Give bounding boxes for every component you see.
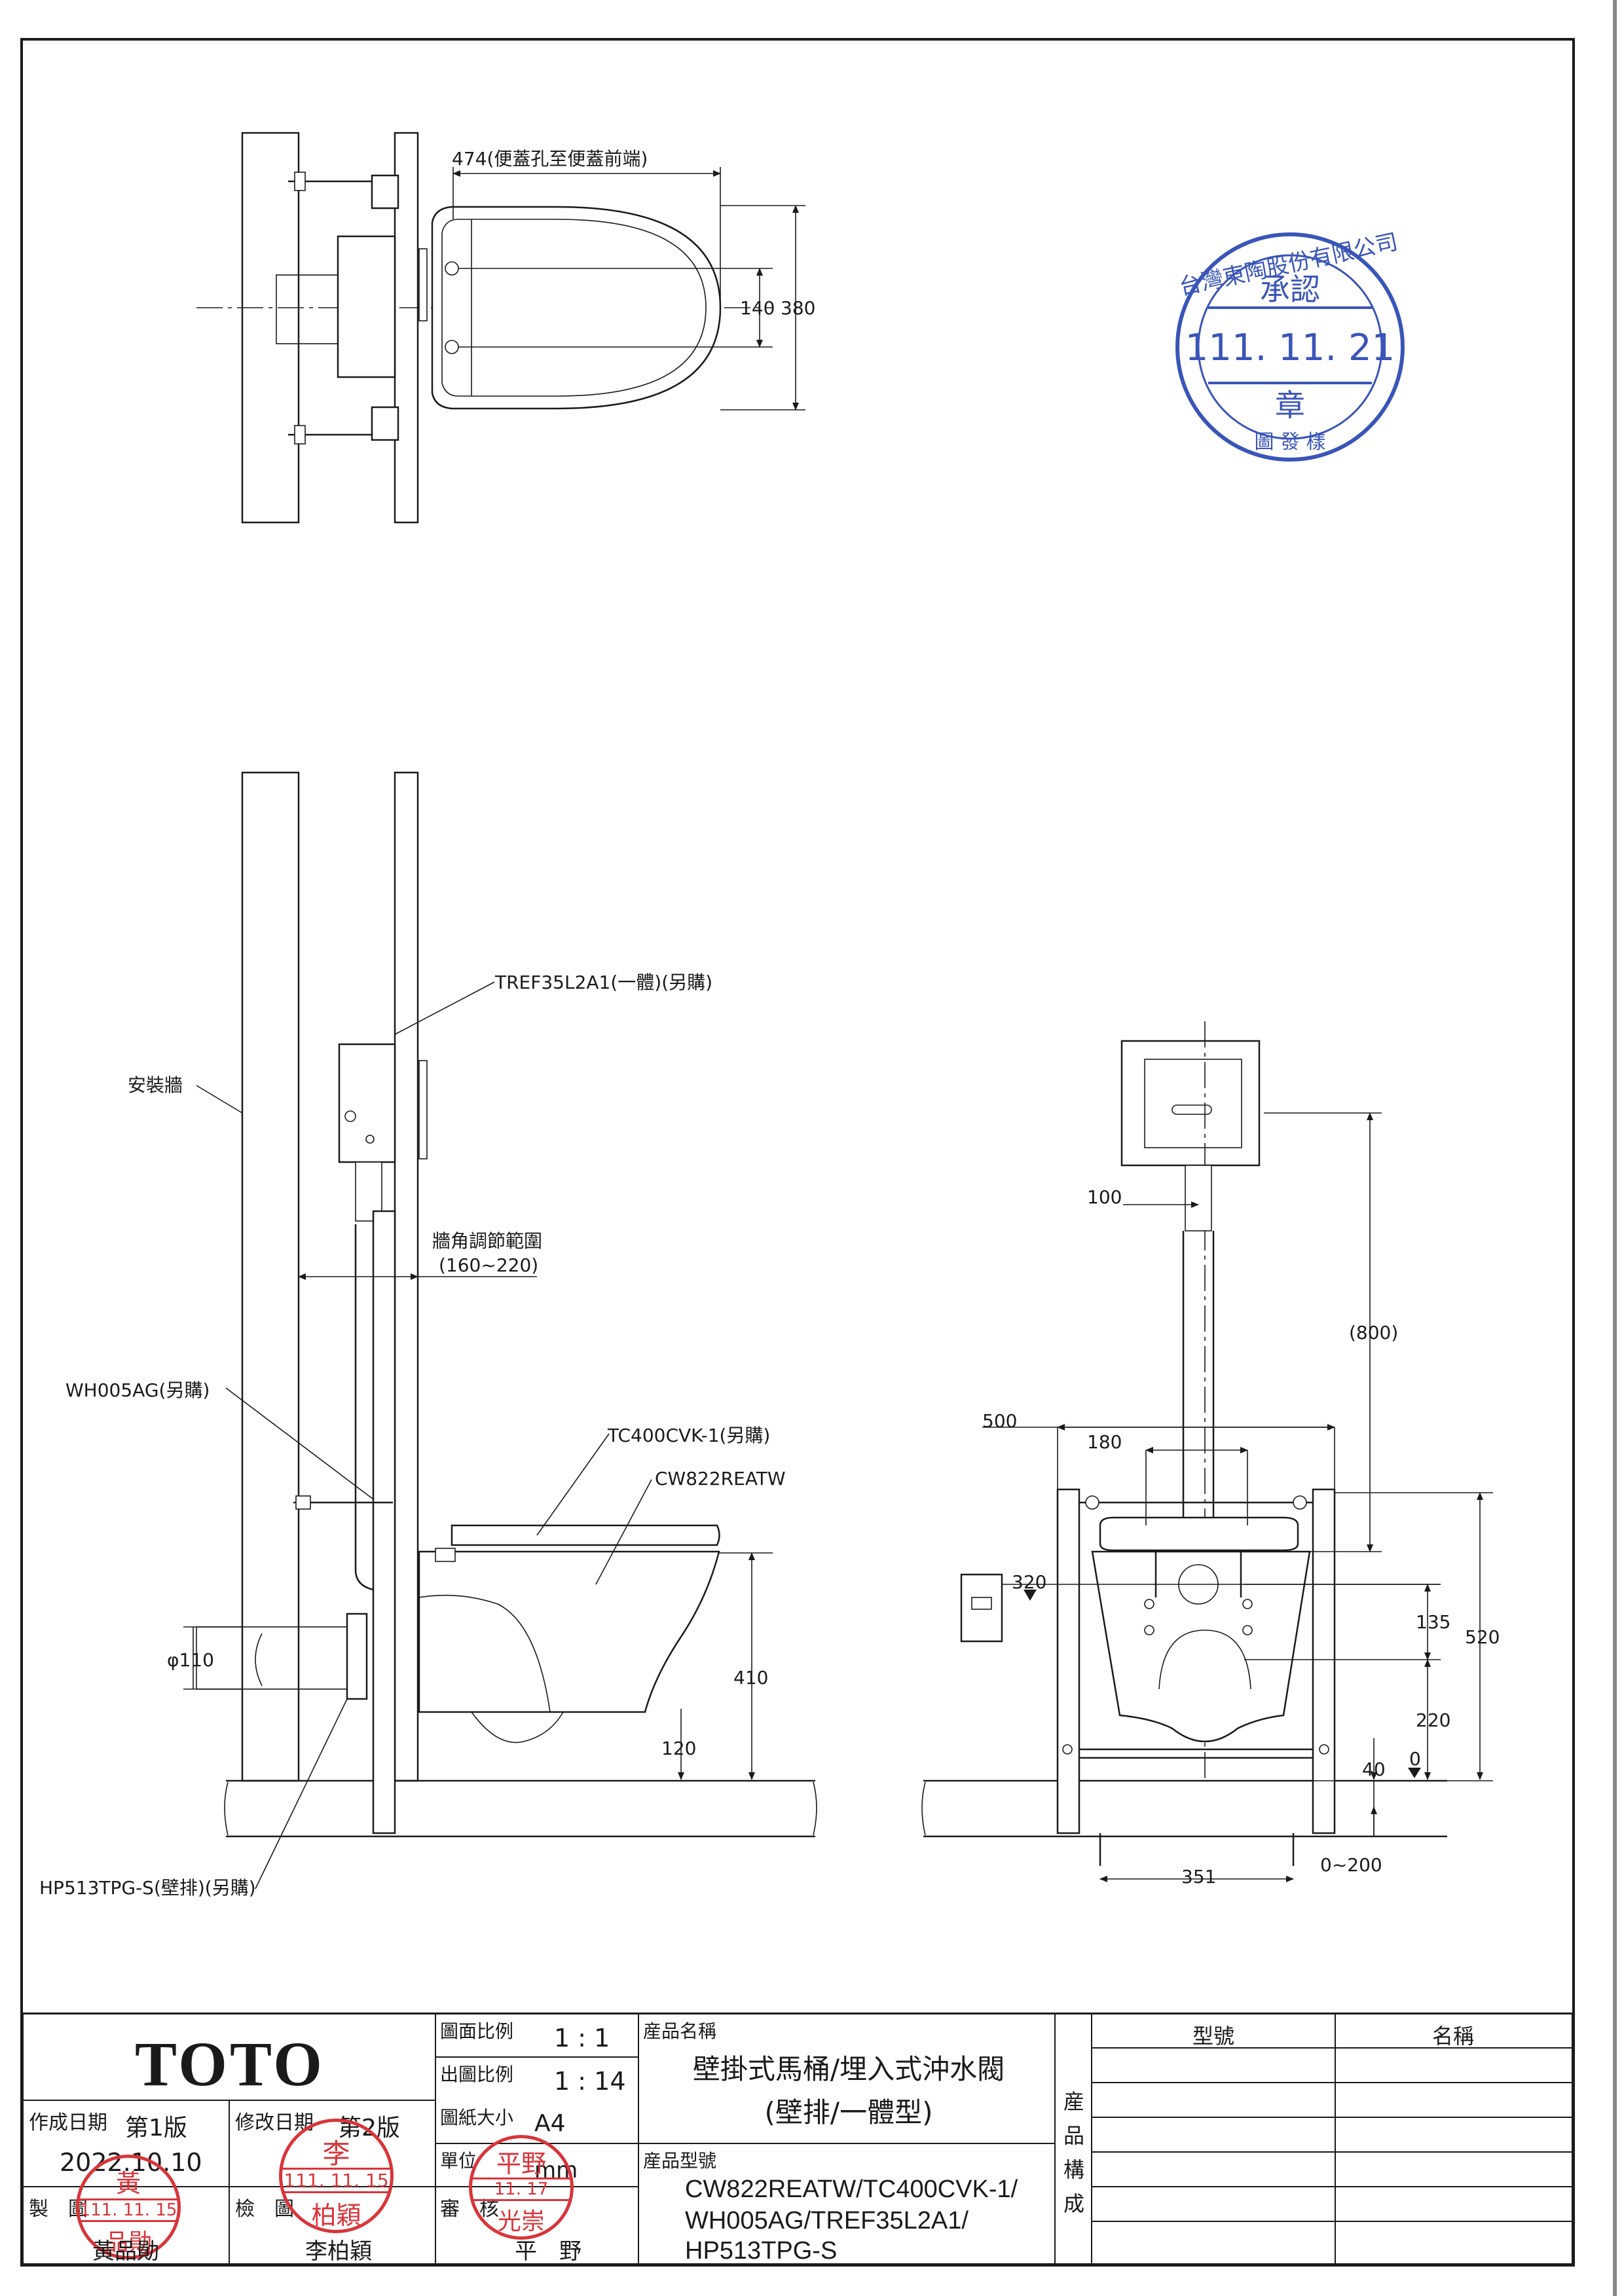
created-version: 第1版 <box>125 2115 187 2141</box>
stamp-dept: 圖 發 樣 <box>1254 431 1325 454</box>
stamp-title: 承認 <box>1260 272 1320 307</box>
front-dim-40: 40 <box>1362 1758 1386 1780</box>
model-label: 産品型號 <box>643 2150 717 2172</box>
dim-diameter: φ110 <box>167 1649 214 1671</box>
front-view: 100 (800) 500 180 320 135 520 220 0 40 3… <box>921 1021 1500 1887</box>
front-dim-0-200: 0~200 <box>1320 1854 1382 1876</box>
print-scale-value: 1 : 14 <box>554 2067 626 2096</box>
review-name: 平 野 <box>515 2238 581 2265</box>
composition-char-4: 成 <box>1063 2191 1085 2216</box>
model-line-3: HP513TPG-S <box>685 2237 838 2265</box>
wall-label: 安裝牆 <box>128 1074 183 1096</box>
front-dim-500: 500 <box>982 1410 1017 1432</box>
scale-label: 圖面比例 <box>440 2020 514 2042</box>
product-name-line-2: (壁排/一體型) <box>764 2096 933 2128</box>
range-label-1: 牆角調節範圍 <box>432 1230 542 1252</box>
drawn-stamp-name: 黃 <box>115 2169 141 2198</box>
checked-stamp-sub: 柏穎 <box>311 2201 361 2230</box>
front-dim-220: 220 <box>1416 1709 1450 1731</box>
title-block: TOTO 作成日期 第1版 2022.10.10 修改日期 第2版 製 圖 黃 … <box>22 2013 1574 2265</box>
model-line-2: WH005AG/TREF35L2A1/ <box>685 2207 969 2234</box>
table-row <box>1092 2082 1572 2118</box>
model-line-1: CW822REATW/TC400CVK-1/ <box>685 2176 1018 2203</box>
range-label-2: (160~220) <box>439 1254 538 1276</box>
col-name-header: 名稱 <box>1431 2024 1474 2049</box>
review-stamp: 平野 11. 17 光崇 <box>469 2135 574 2240</box>
review-cell: 審 核 平野 11. 17 光崇 平 野 <box>436 2135 639 2265</box>
checked-stamp-date: 111. 11. 15 <box>282 2168 390 2193</box>
composition-table: 型號 名稱 <box>1092 2014 1572 2265</box>
plan-dim-140: 140 <box>740 297 775 319</box>
pipe-label: HP513TPG-S(壁排)(另購) <box>39 1877 256 1899</box>
composition-char-2: 品 <box>1063 2123 1085 2148</box>
front-dim-135: 135 <box>1416 1611 1450 1633</box>
drawn-stamp-date: 111. 11. 15 <box>79 2198 177 2222</box>
table-row <box>1092 2151 1572 2187</box>
print-scale-label: 出圖比例 <box>440 2064 514 2085</box>
dim-120: 120 <box>661 1738 696 1759</box>
drawn-cell: 製 圖 黃 111. 11. 15 品勛 黃品勛 <box>24 2155 230 2265</box>
composition-header-row: 型號 名稱 <box>1092 2014 1572 2049</box>
composition-char-1: 産 <box>1063 2089 1085 2114</box>
stamp-seal-char: 章 <box>1275 388 1305 423</box>
plan-width-label: 474(便蓋孔至便蓋前端) <box>452 148 648 170</box>
logo-cell: TOTO <box>24 2014 436 2101</box>
table-row <box>1092 2221 1572 2265</box>
front-dim-520: 520 <box>1465 1626 1500 1648</box>
paper-label: 圖紙大小 <box>440 2107 514 2128</box>
drawn-stamp-sub: 品勛 <box>104 2229 152 2256</box>
unit-label: 單位 <box>440 2150 477 2172</box>
paper-value: A4 <box>534 2110 566 2137</box>
checked-stamp-name: 李 <box>322 2138 350 2170</box>
seat-label: TC400CVK-1(另購) <box>607 1425 770 1446</box>
front-dim-351: 351 <box>1181 1866 1216 1887</box>
table-row <box>1092 2186 1572 2222</box>
drawn-stamp: 黃 111. 11. 15 品勛 <box>76 2155 181 2259</box>
drawn-name: 黃品勛 <box>92 2238 159 2265</box>
toto-logo: TOTO <box>135 2029 325 2099</box>
stamp-date: 111. 11. 21 <box>1185 327 1395 369</box>
scale-value: 1 : 1 <box>554 2024 610 2052</box>
composition-char-3: 構 <box>1063 2157 1085 2182</box>
plan-view: 474(便蓋孔至便蓋前端) 140 380 <box>196 132 815 524</box>
product-name-label: 産品名稱 <box>643 2020 717 2042</box>
table-row <box>1092 2117 1572 2153</box>
review-stamp-sub: 光崇 <box>497 2208 545 2235</box>
composition-cell: 産 品 構 成 <box>1056 2014 1092 2265</box>
valve-label: WH005AG(另購) <box>65 1379 210 1401</box>
front-dim-180: 180 <box>1087 1431 1122 1453</box>
checked-name: 李柏穎 <box>305 2238 372 2265</box>
dim-410: 410 <box>733 1667 768 1688</box>
checked-cell: 檢 圖 李 111. 11. 15 柏穎 李柏穎 <box>230 2119 436 2265</box>
review-stamp-name: 平野 <box>496 2149 546 2178</box>
approval-stamp: 台灣東陶股份有限公司 承認 111. 11. 21 章 圖 發 樣 <box>1175 228 1405 462</box>
table-row <box>1092 2047 1572 2083</box>
front-dim-0: 0 <box>1409 1748 1421 1770</box>
product-name-cell: 産品名稱 壁掛式馬桶/埋入式沖水閥 (壁排/一體型) <box>639 2014 1056 2144</box>
tank-label: TREF35L2A1(一體)(另購) <box>494 972 712 993</box>
scale-cell: 圖面比例 1 : 1 <box>436 2014 639 2058</box>
drawing-frame <box>20 38 1575 2267</box>
review-stamp-date: 11. 17 <box>472 2178 570 2201</box>
side-view: TREF35L2A1(一體)(另購) 安裝牆 牆角調節範圍 (160~220) … <box>39 771 817 1899</box>
front-dim-320: 320 <box>1012 1571 1046 1593</box>
checked-label: 檢 圖 <box>235 2198 294 2221</box>
front-dim-100: 100 <box>1087 1186 1122 1208</box>
front-dim-800: (800) <box>1349 1322 1398 1343</box>
model-cell: 産品型號 CW822REATW/TC400CVK-1/ WH005AG/TREF… <box>639 2144 1056 2265</box>
checked-stamp: 李 111. 11. 15 柏穎 <box>279 2119 394 2233</box>
bowl-label: CW822REATW <box>655 1468 786 1489</box>
plan-dim-380: 380 <box>781 297 815 319</box>
product-name-line-1: 壁掛式馬桶/埋入式沖水閥 <box>692 2053 1005 2085</box>
col-model-header: 型號 <box>1192 2024 1234 2049</box>
created-label: 作成日期 <box>29 2111 107 2134</box>
